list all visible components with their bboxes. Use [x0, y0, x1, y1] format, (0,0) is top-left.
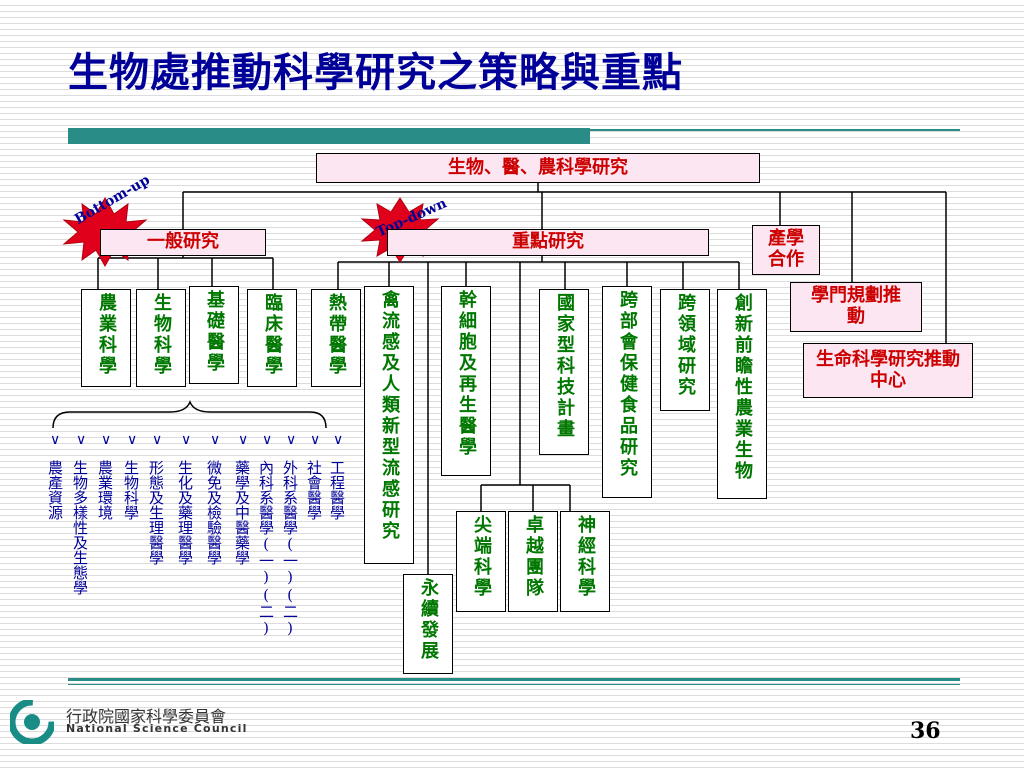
key-child-node: 跨部會保健食品研究	[602, 286, 652, 498]
check-icon: ∨	[333, 432, 344, 448]
general-child-node: 生物科學	[136, 289, 186, 387]
node-label: 跨領域研究	[675, 293, 696, 398]
discipline-planning-node: 學門規劃推動	[790, 282, 922, 332]
check-icon: ∨	[50, 432, 61, 448]
key-child-node: 創新前瞻性農業生物	[717, 289, 767, 499]
discipline-item: 社會醫學	[305, 460, 323, 520]
check-icon: ∨	[127, 432, 138, 448]
discipline-item: 工程醫學	[328, 460, 346, 520]
node-label: 幹細胞及再生醫學	[456, 290, 477, 458]
discipline-item: 內科系醫學(一)(二)	[257, 460, 275, 637]
node-label: 卓越團隊	[523, 515, 544, 599]
discipline-item: 藥學及中醫藥學	[233, 460, 251, 565]
check-icon: ∨	[210, 432, 221, 448]
discipline-item: 外科系醫學(一)(二)	[281, 460, 299, 637]
industry-coop-node: 產學合作	[752, 225, 820, 275]
national-child-node: 卓越團隊	[508, 511, 558, 612]
discipline-item: 微免及檢驗醫學	[205, 460, 223, 565]
footer-rule-thin	[68, 684, 960, 685]
check-icon: ∨	[152, 432, 163, 448]
key-child-node: 永續發展	[403, 574, 453, 674]
root-node: 生物、醫、農科學研究	[316, 153, 760, 183]
node-label: 臨床醫學	[262, 293, 283, 377]
node-label: 神經科學	[575, 515, 596, 599]
title-underline-line	[590, 129, 960, 131]
discipline-item: 生物科學	[122, 460, 140, 520]
discipline-item: 農產資源	[46, 460, 64, 520]
key-child-node: 國家型科技計畫	[539, 289, 589, 455]
check-icon: ∨	[286, 432, 297, 448]
discipline-item: 形態及生理醫學	[147, 460, 165, 565]
page-title: 生物處推動科學研究之策略與重點	[68, 49, 683, 96]
key-child-node: 跨領域研究	[660, 289, 710, 411]
national-child-node: 神經科學	[560, 511, 610, 612]
general-child-node: 農業科學	[81, 289, 131, 387]
node-label: 生物科學	[151, 293, 172, 377]
check-icon: ∨	[262, 432, 273, 448]
general-child-node: 基礎醫學	[189, 286, 239, 384]
discipline-item: 農業環境	[96, 460, 114, 520]
title-underline-bar	[68, 128, 590, 144]
node-label: 基礎醫學	[204, 290, 225, 374]
node-label: 跨部會保健食品研究	[617, 290, 638, 479]
node-label: 創新前瞻性農業生物	[732, 293, 753, 482]
national-child-node: 尖端科學	[456, 511, 506, 612]
check-icon: ∨	[101, 432, 112, 448]
node-label: 熱帶醫學	[326, 293, 347, 377]
key-child-node: 幹細胞及再生醫學	[441, 286, 491, 476]
node-label: 禽流感及人類新型流感研究	[379, 290, 400, 542]
check-icon: ∨	[181, 432, 192, 448]
node-label: 國家型科技計畫	[554, 293, 575, 440]
page-number: 36	[910, 718, 941, 744]
check-icon: ∨	[76, 432, 87, 448]
check-icon: ∨	[310, 432, 321, 448]
key-child-node: 禽流感及人類新型流感研究	[364, 286, 414, 564]
node-label: 永續發展	[418, 578, 439, 662]
org-name-zh: 行政院國家科學委員會	[66, 707, 227, 726]
check-icon: ∨	[238, 432, 249, 448]
life-science-center-node: 生命科學研究推動中心	[803, 343, 973, 398]
key-research-node: 重點研究	[387, 229, 709, 256]
nsc-logo-icon	[10, 700, 54, 744]
footer-rule	[68, 678, 960, 681]
key-child-node: 熱帶醫學	[311, 289, 361, 387]
org-name-en: National Science Council	[66, 722, 248, 735]
node-label: 尖端科學	[471, 515, 492, 599]
node-label: 農業科學	[96, 293, 117, 377]
discipline-item: 生化及藥理醫學	[176, 460, 194, 565]
discipline-item: 生物多樣性及生態學	[71, 460, 89, 595]
general-research-node: 一般研究	[100, 229, 266, 256]
general-child-node: 臨床醫學	[247, 289, 297, 387]
